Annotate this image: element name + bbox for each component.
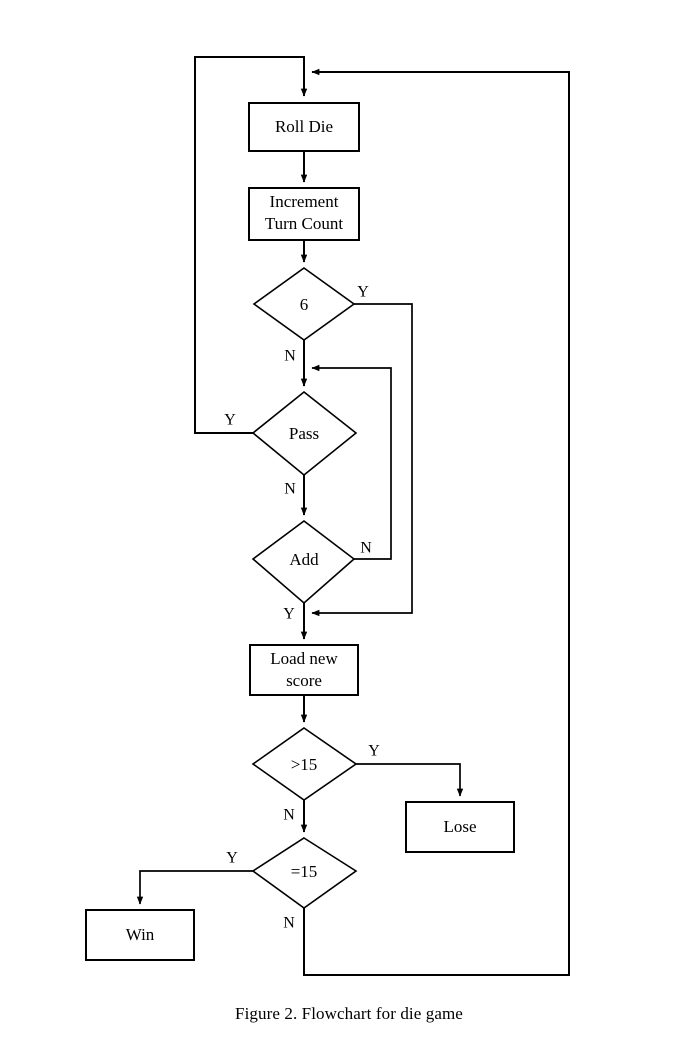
- node-decision-add-label: Add: [289, 550, 319, 569]
- edge-label-pass-no: N: [284, 481, 296, 498]
- node-decision-pass-label: Pass: [289, 424, 319, 443]
- edge-label-eq15-yes: Y: [226, 850, 238, 867]
- node-increment-turn-count[interactable]: [248, 187, 360, 241]
- edge-label-add-no: N: [360, 540, 372, 557]
- edge-add-no-to-pass: [311, 364, 392, 560]
- node-roll-die-label: Roll Die: [275, 117, 333, 136]
- edge-label-six-yes: Y: [357, 284, 369, 301]
- edge-label-six-no: N: [284, 348, 296, 365]
- node-decision-six[interactable]: [252, 267, 356, 341]
- node-lose-label: Lose: [443, 817, 476, 836]
- edge-pass-yes-to-roll-die: [194, 56, 308, 434]
- node-lose[interactable]: [405, 801, 515, 853]
- edge-label-pass-yes: Y: [224, 412, 236, 429]
- node-decision-equals-15[interactable]: [251, 837, 358, 909]
- node-load-new-score-label-line2: score: [286, 671, 322, 690]
- node-decision-add[interactable]: [251, 519, 356, 605]
- edge-label-add-yes: Y: [283, 606, 295, 623]
- node-decision-six-label: 6: [300, 295, 309, 314]
- edge-label-gt15-yes: Y: [368, 743, 380, 760]
- node-load-new-score[interactable]: [249, 644, 359, 696]
- node-increment-turn-count-label-line1: Increment: [270, 192, 339, 211]
- node-decision-greater-than-15[interactable]: [251, 727, 358, 801]
- node-decision-pass[interactable]: [251, 390, 358, 477]
- node-win-label: Win: [126, 925, 155, 944]
- edge-label-eq15-no: N: [283, 915, 295, 932]
- node-decision-greater-than-15-label: >15: [291, 755, 318, 774]
- node-roll-die[interactable]: [248, 102, 360, 152]
- node-win[interactable]: [85, 909, 195, 961]
- edge-six-yes-to-load-score: [311, 303, 413, 617]
- node-load-new-score-label-line1: Load new: [270, 649, 338, 668]
- edge-eq15-yes-to-win: [136, 870, 253, 905]
- edge-eq15-no-to-roll-die: [303, 68, 570, 976]
- node-increment-turn-count-label-line2: Turn Count: [265, 214, 344, 233]
- figure-caption: Figure 2. Flowchart for die game: [235, 1004, 463, 1023]
- edge-label-gt15-no: N: [283, 807, 295, 824]
- edge-gt15-yes-to-lose: [356, 763, 464, 797]
- node-decision-equals-15-label: =15: [291, 862, 318, 881]
